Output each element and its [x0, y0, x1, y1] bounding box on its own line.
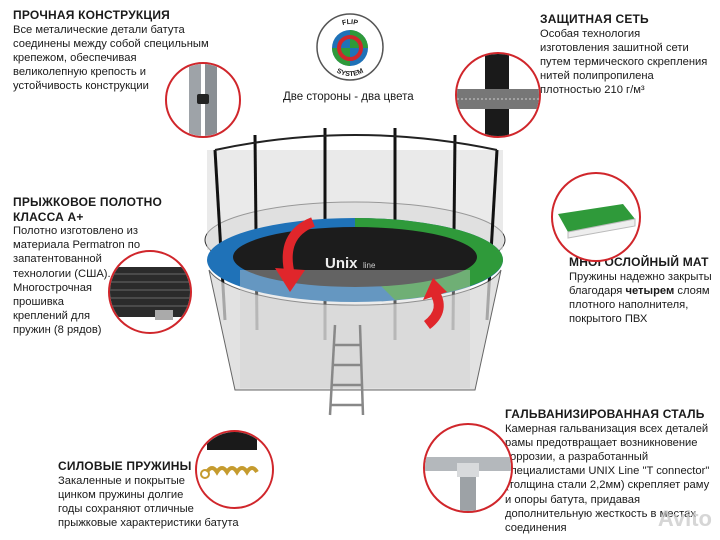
layers-detail-image: [551, 172, 641, 262]
net-detail-image: [455, 52, 541, 138]
brand-logo: Unix: [325, 255, 358, 272]
layers-text-start: Пружины надежно закрыты благодаря: [569, 270, 712, 297]
springs-text: Закаленные и покрытые цинком пружины дол…: [58, 474, 239, 530]
svg-text:FLIP: FLIP: [341, 19, 358, 27]
layers-text: Пружины надежно закрыты благодаря четыре…: [569, 270, 719, 327]
brand-sub: line: [363, 261, 376, 270]
net-title: ЗАЩИТНАЯ СЕТЬ: [540, 12, 649, 26]
springs-block: СИЛОВЫЕ ПРУЖИНЫ Закаленные и покрытые ци…: [58, 459, 258, 530]
steel-block: ГАЛЬВАНИЗИРОВАННАЯ СТАЛЬ Камерная гальва…: [505, 407, 717, 535]
net-text: Особая технология изготовления зашитной …: [540, 27, 708, 97]
steel-detail-image: [423, 423, 513, 513]
layers-text-bold: четырем: [625, 284, 675, 297]
construction-text: Все металические детали батута соединены…: [13, 23, 209, 93]
construction-block: ПРОЧНАЯ КОНСТРУКЦИЯ Все металические дет…: [13, 8, 213, 94]
springs-detail-image: [195, 430, 274, 509]
construction-title: ПРОЧНАЯ КОНСТРУКЦИЯ: [13, 8, 170, 22]
springs-title: СИЛОВЫЕ ПРУЖИНЫ: [58, 459, 192, 473]
svg-text:SYSTEM: SYSTEM: [335, 68, 364, 78]
mat-title: ПРЫЖКОВОЕ ПОЛОТНО КЛАССА A+: [13, 195, 163, 224]
layers-text-end: слоям плотного наполнителя, покрытого ПВ…: [569, 284, 710, 326]
flip-caption: Две стороны - два цвета: [283, 91, 414, 103]
layers-block: МНОГОСЛОЙНЫЙ МАТ Пружины надежно закрыты…: [569, 255, 719, 326]
avito-watermark: Avito: [657, 506, 712, 531]
flip-top-text: FLIP: [341, 19, 358, 27]
mat-text: Полотно изготовлено из материала Permatr…: [13, 225, 141, 337]
steel-text: Камерная гальванизация всех деталей рамы…: [505, 422, 710, 534]
flip-bottom-text: SYSTEM: [335, 68, 364, 78]
mat-block: ПРЫЖКОВОЕ ПОЛОТНО КЛАССА A+ Полотно изго…: [13, 195, 188, 338]
trampoline-illustration: Unix line: [204, 128, 506, 416]
steel-title: ГАЛЬВАНИЗИРОВАННАЯ СТАЛЬ: [505, 407, 705, 421]
flip-system-logo: FLIP SYSTEM: [315, 12, 385, 82]
mat-detail-image: [108, 250, 192, 334]
construction-detail-image: [165, 62, 241, 138]
net-block: ЗАЩИТНАЯ СЕТЬ Особая технология изготовл…: [540, 12, 715, 98]
